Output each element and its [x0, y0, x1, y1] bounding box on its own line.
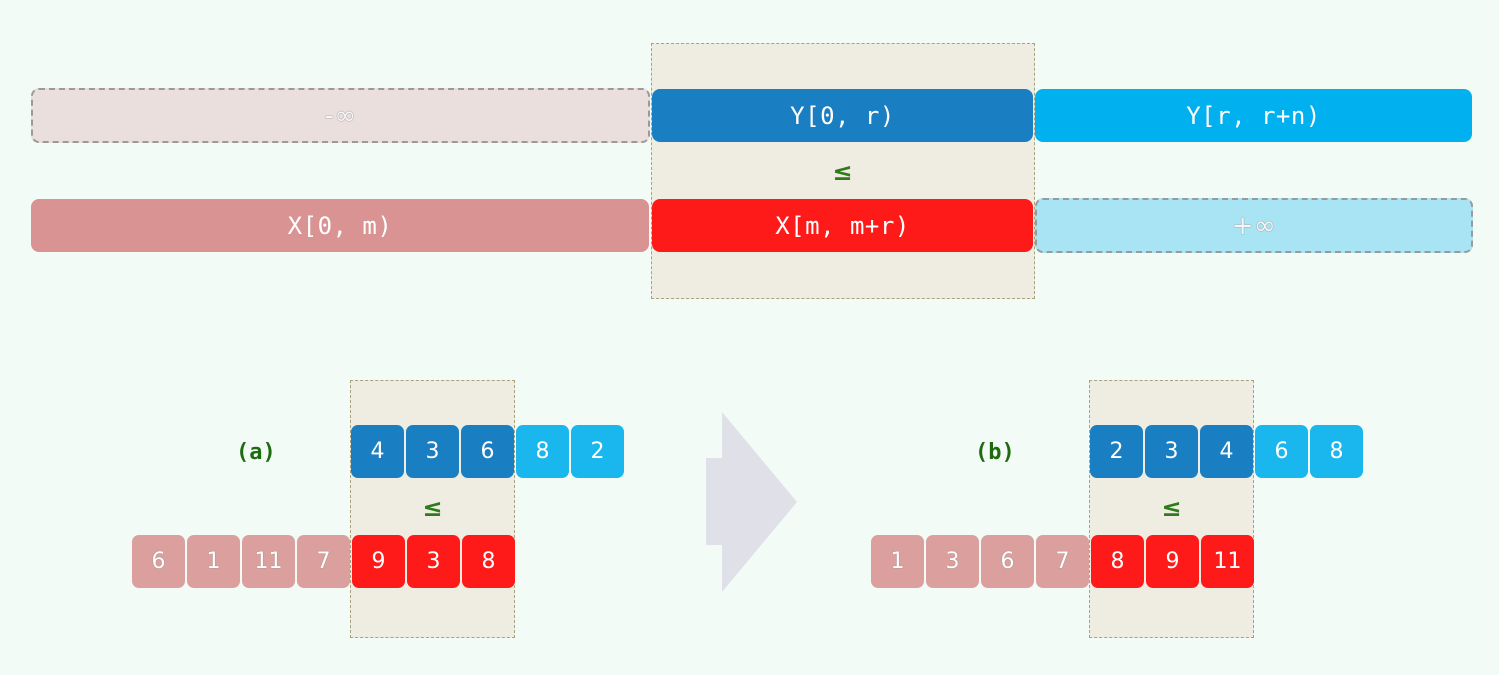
y-suffix-bar: Y[r, r+n) [1035, 89, 1472, 142]
pos-infinity-cell: +∞ [1035, 198, 1473, 253]
top-highlight-window [651, 43, 1035, 299]
example-a-leq-symbol: ≤ [422, 494, 443, 522]
example-a-x-cell: 3 [407, 535, 460, 588]
y-suffix-label: Y[r, r+n) [1186, 101, 1321, 130]
neg-infinity-label: -∞ [324, 100, 357, 131]
example-a-highlight-window [350, 380, 515, 638]
example-a-y-cell: 2 [571, 425, 624, 478]
example-b-y-cell: 4 [1200, 425, 1253, 478]
example-a-x-cell: 7 [297, 535, 350, 588]
example-b-x-cell: 9 [1146, 535, 1199, 588]
example-a-x-cell: 11 [242, 535, 295, 588]
x-middle-bar: X[m, m+r) [652, 199, 1033, 252]
example-b-x-cell: 1 [871, 535, 924, 588]
example-a-label: (a) [236, 440, 276, 465]
example-a-x-cell: 1 [187, 535, 240, 588]
example-b-x-cell: 6 [981, 535, 1034, 588]
x-middle-label: X[m, m+r) [775, 211, 910, 240]
example-b-y-cell: 6 [1255, 425, 1308, 478]
pos-infinity-label: +∞ [1231, 210, 1277, 241]
right-arrow-icon [706, 412, 797, 592]
example-b-x-cell: 7 [1036, 535, 1089, 588]
example-b-y-cell: 8 [1310, 425, 1363, 478]
example-a-y-cell: 6 [461, 425, 514, 478]
y-prefix-label: Y[0, r) [790, 101, 895, 130]
neg-infinity-cell: -∞ [31, 88, 650, 143]
example-b-x-cell: 11 [1201, 535, 1254, 588]
example-a-x-cell: 6 [132, 535, 185, 588]
example-b-x-cell: 3 [926, 535, 979, 588]
example-a-y-cell: 4 [351, 425, 404, 478]
example-b-x-cell: 8 [1091, 535, 1144, 588]
y-prefix-bar: Y[0, r) [652, 89, 1033, 142]
example-a-x-cell: 9 [352, 535, 405, 588]
example-a-y-cell: 3 [406, 425, 459, 478]
example-b-highlight-window [1089, 380, 1254, 638]
x-prefix-bar: X[0, m) [31, 199, 649, 252]
example-a-x-cell: 8 [462, 535, 515, 588]
example-b-label: (b) [975, 440, 1015, 465]
top-leq-symbol: ≤ [832, 158, 853, 186]
x-prefix-label: X[0, m) [287, 211, 393, 240]
example-b-y-cell: 3 [1145, 425, 1198, 478]
example-b-y-cell: 2 [1090, 425, 1143, 478]
example-b-leq-symbol: ≤ [1161, 494, 1182, 522]
example-a-y-cell: 8 [516, 425, 569, 478]
